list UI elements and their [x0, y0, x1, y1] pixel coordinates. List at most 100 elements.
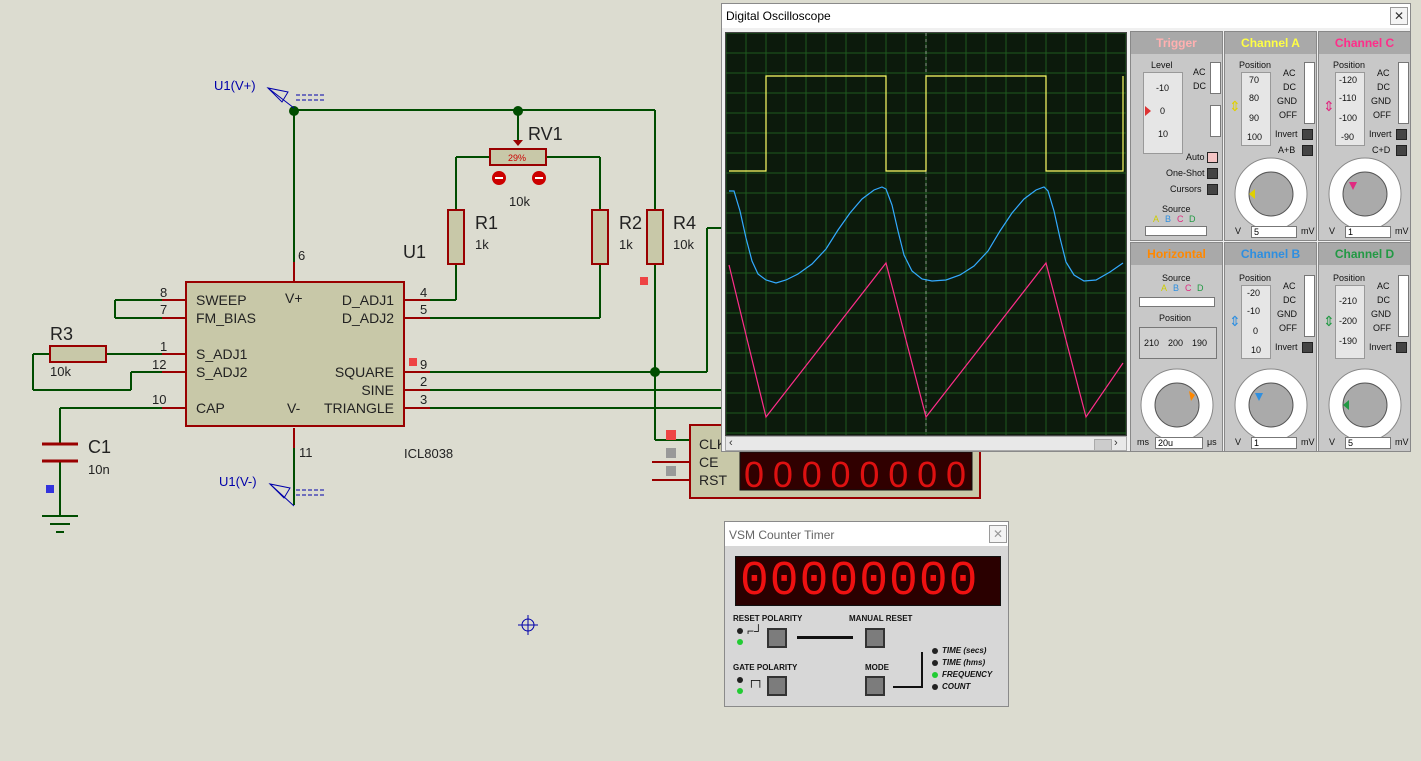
channel-d-coupling-switch[interactable]	[1398, 275, 1409, 337]
channel-d-header: Channel D	[1319, 243, 1410, 265]
channel-c-invert-button[interactable]	[1396, 129, 1407, 140]
channel-d-coupling-dc[interactable]: DC	[1377, 295, 1390, 305]
scroll-right-icon[interactable]: ›	[1114, 437, 1118, 449]
pin-label-triangle: TRIANGLE	[324, 400, 394, 416]
horizontal-position-slider[interactable]: 210 200 190	[1139, 327, 1217, 359]
trigger-coupling-switch[interactable]	[1210, 62, 1221, 94]
counter-timer-window[interactable]: VSM Counter Timer ✕ 00000000 RESET POLAR…	[724, 521, 1009, 707]
channel-a-coupling-dc[interactable]: DC	[1283, 82, 1296, 92]
channel-a-position-slider[interactable]: 70 80 90 100	[1241, 72, 1271, 146]
channel-c-coupling-dc[interactable]: DC	[1377, 82, 1390, 92]
manual-reset-button[interactable]	[865, 628, 885, 648]
rv1-plus-icon[interactable]	[532, 171, 546, 185]
channel-a-coupling-ac[interactable]: AC	[1283, 68, 1296, 78]
channel-c-units-mv: mV	[1395, 226, 1409, 236]
channel-b-invert-button[interactable]	[1302, 342, 1313, 353]
channel-d-invert-button[interactable]	[1396, 342, 1407, 353]
scroll-thumb[interactable]	[1094, 439, 1112, 451]
counter-timer-title: VSM Counter Timer	[729, 528, 835, 542]
channel-c-units-v: V	[1329, 226, 1336, 236]
mode-bracket-line	[921, 652, 923, 688]
channel-d-units-v: V	[1329, 437, 1336, 447]
r4-value: 10k	[673, 237, 694, 252]
channel-a-invert-button[interactable]	[1302, 129, 1313, 140]
channel-c-combine-button[interactable]	[1396, 145, 1407, 156]
trigger-coupling-dc[interactable]: DC	[1193, 81, 1206, 91]
trigger-level-label: Level	[1151, 60, 1173, 70]
counter-timer-digits: 00000000	[740, 556, 979, 606]
trigger-one-shot-button[interactable]	[1207, 168, 1218, 179]
channel-a-volts-dial[interactable]	[1227, 152, 1315, 232]
oscilloscope-titlebar[interactable]: Digital Oscilloscope ✕	[722, 4, 1410, 28]
mode-time-hms: TIME (hms)	[942, 658, 986, 667]
trigger-source-b: B	[1165, 214, 1172, 224]
trigger-cursors-button[interactable]	[1207, 184, 1218, 195]
channel-a-coupling-switch[interactable]	[1304, 62, 1315, 124]
channel-b-coupling-gnd[interactable]: GND	[1277, 309, 1297, 319]
trigger-auto-button[interactable]	[1207, 152, 1218, 163]
horizontal-source-a: A	[1161, 283, 1168, 293]
scope-horizontal-scrollbar[interactable]: ‹ ›	[725, 436, 1127, 451]
channel-a-coupling-gnd[interactable]: GND	[1277, 96, 1297, 106]
channel-b-coupling-off[interactable]: OFF	[1279, 323, 1297, 333]
channel-b-panel: Channel B Position -20 -10 0 10 ⇕ AC DC …	[1224, 242, 1317, 452]
r3-body	[49, 345, 107, 363]
mode-button[interactable]	[865, 676, 885, 696]
horizontal-units-us: μs	[1207, 437, 1217, 447]
scope-screen[interactable]	[725, 32, 1127, 436]
gate-polarity-label: GATE POLARITY	[733, 663, 798, 672]
trigger-source-d: D	[1189, 214, 1196, 224]
channel-c-position-slider[interactable]: -120 -110 -100 -90	[1335, 72, 1365, 146]
channel-c-coupling-off[interactable]: OFF	[1373, 110, 1391, 120]
channel-b-position-arrow-icon: ⇕	[1229, 313, 1241, 329]
channel-d-coupling-off[interactable]: OFF	[1373, 323, 1391, 333]
channel-d-coupling-gnd[interactable]: GND	[1371, 309, 1391, 319]
channel-d-units-mv: mV	[1395, 437, 1409, 447]
trigger-level-slider[interactable]: -10 0 10	[1143, 72, 1183, 154]
channel-b-volts-value: 1	[1251, 437, 1297, 449]
trigger-source-c: C	[1177, 214, 1184, 224]
power-terminal-bottom-label: U1(V-)	[219, 474, 257, 489]
gate-polarity-button[interactable]	[767, 676, 787, 696]
channel-b-header: Channel B	[1225, 243, 1316, 265]
horizontal-source-slider[interactable]	[1139, 297, 1215, 307]
channel-c-coupling-gnd[interactable]: GND	[1371, 96, 1391, 106]
channel-d-volts-value: 5	[1345, 437, 1391, 449]
channel-b-volts-dial[interactable]	[1227, 363, 1315, 443]
r3-label: R3	[50, 324, 73, 344]
trigger-source-slider[interactable]	[1145, 226, 1207, 236]
r1-body	[447, 209, 465, 265]
trigger-coupling-ac[interactable]: AC	[1193, 67, 1206, 77]
channel-c-volts-dial[interactable]	[1321, 152, 1409, 232]
channel-b-coupling-switch[interactable]	[1304, 275, 1315, 337]
horizontal-header: Horizontal	[1131, 243, 1222, 265]
gate-polarity-led-low	[737, 688, 743, 694]
channel-b-coupling-dc[interactable]: DC	[1283, 295, 1296, 305]
channel-d-position-slider[interactable]: -210 -200 -190	[1335, 285, 1365, 359]
mode-count: COUNT	[942, 682, 971, 691]
channel-a-invert-label: Invert	[1275, 129, 1298, 139]
channel-c-coupling-ac[interactable]: AC	[1377, 68, 1390, 78]
r3-value: 10k	[50, 364, 71, 379]
channel-d-volts-dial[interactable]	[1321, 363, 1409, 443]
pin-label-square: SQUARE	[335, 364, 394, 380]
channel-b-invert-label: Invert	[1275, 342, 1298, 352]
channel-c-coupling-switch[interactable]	[1398, 62, 1409, 124]
close-icon[interactable]: ✕	[1390, 7, 1408, 25]
trace-channel-a	[729, 75, 1124, 172]
counter-timer-titlebar[interactable]: VSM Counter Timer ✕	[725, 522, 1008, 546]
trigger-edge-switch[interactable]	[1210, 105, 1221, 137]
channel-d-coupling-ac[interactable]: AC	[1377, 281, 1390, 291]
horizontal-timebase-dial[interactable]	[1133, 363, 1221, 443]
channel-c-tick: -120	[1339, 75, 1358, 85]
pin-number: 9	[420, 357, 427, 372]
channel-b-position-slider[interactable]: -20 -10 0 10	[1241, 285, 1271, 359]
channel-a-coupling-off[interactable]: OFF	[1279, 110, 1297, 120]
scroll-left-icon[interactable]: ‹	[729, 437, 733, 449]
channel-b-coupling-ac[interactable]: AC	[1283, 281, 1296, 291]
reset-polarity-button[interactable]	[767, 628, 787, 648]
oscilloscope-window[interactable]: Digital Oscilloscope ✕ ‹ › Trigger Level…	[721, 3, 1411, 452]
close-icon[interactable]: ✕	[989, 525, 1007, 543]
channel-a-combine-button[interactable]	[1302, 145, 1313, 156]
rv1-minus-icon[interactable]	[492, 171, 506, 185]
